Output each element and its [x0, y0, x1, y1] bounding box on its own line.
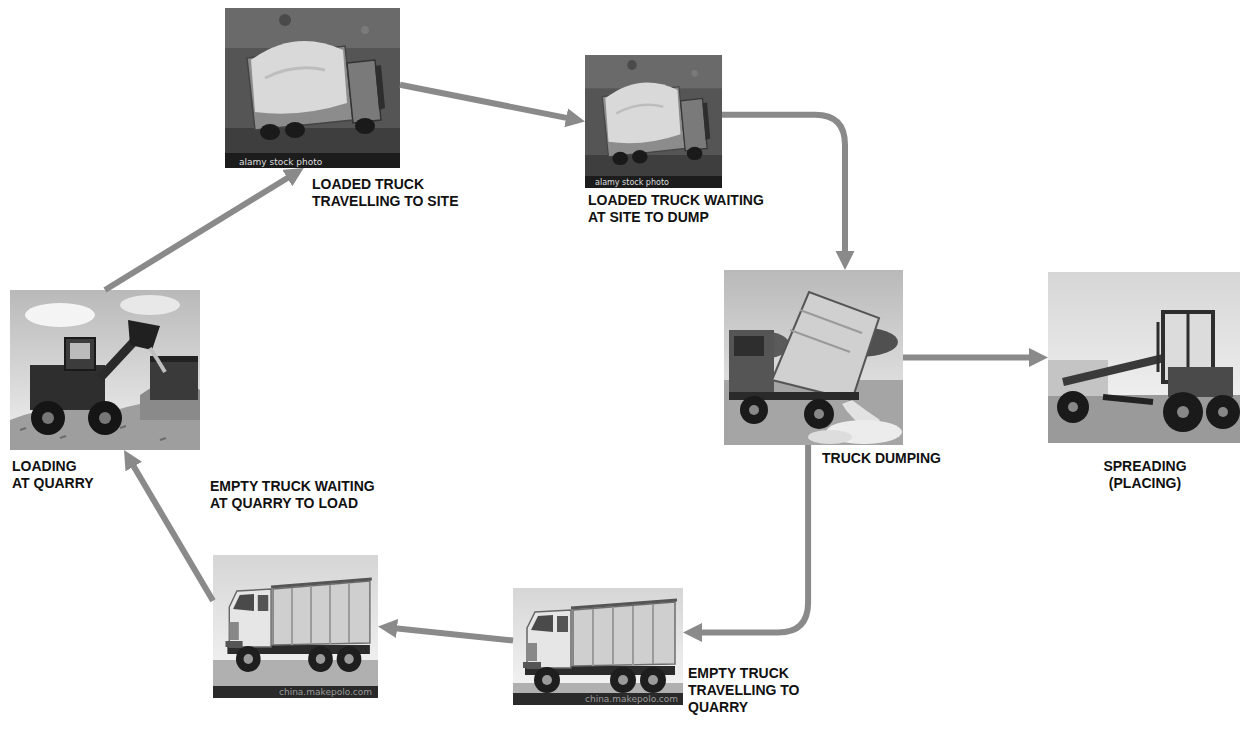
loader-photo-part: [88, 401, 122, 435]
loader-photo-part: [150, 348, 165, 372]
grader-photo-part: [1177, 406, 1189, 418]
dumping-photo-part: [814, 409, 824, 419]
dumping-photo: [724, 270, 903, 445]
empty-truck-photo: [513, 588, 683, 705]
step-caption: LOADED TRUCK WAITING AT SITE TO DUMP: [588, 192, 773, 226]
watermark: china.makepolo.com: [585, 694, 678, 705]
flow-arrow: [903, 355, 1038, 361]
flow-arrow: [388, 628, 513, 641]
photo-step: EMPTY TRUCK WAITING AT QUARRY TO LOADchi…: [213, 555, 378, 698]
grader-photo-part: [1048, 272, 1240, 443]
flow-arrow: [129, 459, 213, 601]
grader-photo-part: [1163, 392, 1203, 432]
loader-photo-part: [42, 412, 54, 424]
photo-step: TRUCK DUMPING: [724, 270, 903, 445]
waiting-truck-photo: [585, 55, 722, 188]
flow-arrow: [722, 115, 845, 260]
loader-photo-part: [99, 412, 111, 424]
loader-photo-part: [70, 343, 90, 359]
waiting-truck-photo-part: [585, 176, 722, 188]
photo-step: EMPTY TRUCK TRAVELLING TO QUARRYchina.ma…: [513, 588, 683, 705]
dumping-photo-part: [808, 430, 852, 444]
grader-photo-part: [1218, 407, 1228, 417]
loader-photo-part: [128, 320, 160, 350]
loaded-truck-photo-part: [225, 8, 400, 153]
grader-photo-part: [1206, 395, 1240, 429]
dumping-photo-part: [749, 405, 759, 415]
flow-arrow: [693, 445, 808, 633]
grader-photo: [1048, 272, 1240, 443]
empty-truck-photo-part: [213, 686, 378, 698]
dumping-photo-part: [790, 310, 862, 352]
dumping-photo-part: [740, 396, 768, 424]
loader-photo-part: [150, 360, 198, 400]
grader-photo-part: [1063, 357, 1168, 382]
photo-step: SPREADING (PLACING): [1048, 272, 1240, 443]
grader-photo-part: [1068, 402, 1078, 412]
loader-photo-part: [120, 295, 180, 315]
photo-step: LOADED TRUCK TRAVELLING TO SITEalamy sto…: [225, 8, 400, 168]
watermark: alamy stock photo: [239, 157, 322, 168]
grader-photo-part: [1157, 322, 1160, 372]
flow-arrow: [105, 173, 295, 290]
step-caption: EMPTY TRUCK TRAVELLING TO QUARRY: [688, 665, 808, 716]
step-caption: EMPTY TRUCK WAITING AT QUARRY TO LOAD: [210, 478, 385, 512]
dumping-photo-part: [734, 336, 764, 356]
dumping-photo-part: [772, 292, 879, 400]
grader-photo-part: [1057, 391, 1089, 423]
empty-truck-photo-part: [226, 579, 372, 672]
loader-photo-part: [31, 401, 65, 435]
empty-truck-photo-part: [513, 693, 683, 705]
flow-arrow: [400, 85, 575, 120]
grader-photo-part: [1168, 367, 1233, 397]
waiting-truck-photo-part: [585, 55, 722, 176]
empty-truck-photo-part: [523, 600, 677, 693]
watermark: alamy stock photo: [595, 177, 669, 188]
photo-step: LOADED TRUCK WAITING AT SITE TO DUMPalam…: [585, 55, 722, 188]
loader-photo: [10, 290, 200, 450]
loaded-truck-photo-part: [225, 153, 400, 168]
empty-truck-photo: [213, 555, 378, 698]
step-caption: TRUCK DUMPING: [822, 450, 962, 467]
watermark: china.makepolo.com: [279, 687, 372, 698]
empty-truck-photo-part: [513, 588, 683, 705]
step-caption: SPREADING (PLACING): [1090, 458, 1200, 492]
loader-photo-part: [10, 290, 200, 450]
loaded-truck-photo: [225, 8, 400, 168]
dumping-photo-part: [804, 399, 834, 429]
dumping-photo-part: [729, 330, 774, 395]
step-caption: LOADED TRUCK TRAVELLING TO SITE: [312, 176, 472, 210]
grader-photo-part: [1103, 397, 1153, 402]
loader-photo-part: [25, 303, 95, 327]
empty-truck-photo-part: [213, 555, 378, 698]
loader-photo-part: [65, 338, 95, 370]
step-caption: LOADING AT QUARRY: [12, 458, 97, 492]
dumping-photo-part: [724, 270, 903, 445]
photo-step: LOADING AT QUARRY: [10, 290, 200, 450]
